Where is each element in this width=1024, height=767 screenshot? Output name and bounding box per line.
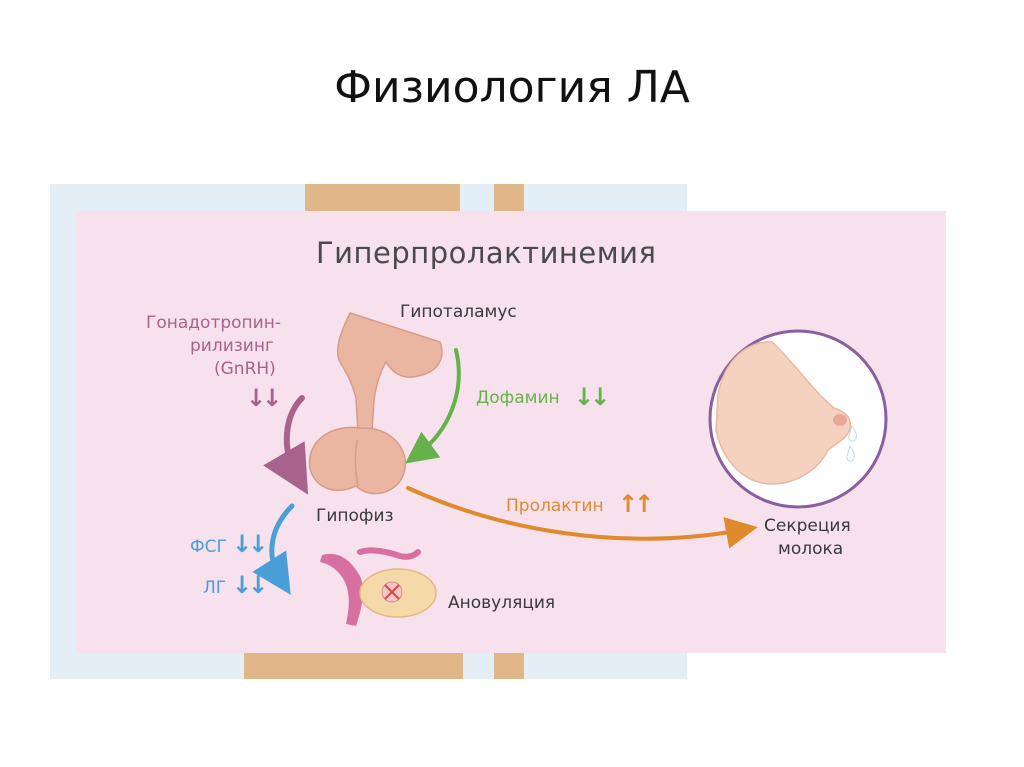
gnrh-label-line2: рилизинг [190, 336, 274, 356]
ovary-illustration [320, 547, 437, 626]
gnrh-label-line3: (GnRH) [214, 359, 276, 379]
milk-secretion-label-line1: Секреция [764, 516, 851, 536]
gnrh-down-arrows-icon: ↓↓ [246, 384, 282, 412]
breast-shape [715, 341, 852, 485]
pituitary-gland-illustration [308, 312, 443, 495]
milk-drop-icon [846, 444, 855, 462]
dopamine-label: Дофамин [476, 388, 560, 408]
pituitary-label: Гипофиз [316, 506, 394, 526]
prolactin-up-arrows-icon: ↑↑ [618, 490, 654, 518]
anovulation-label: Ановуляция [448, 593, 556, 613]
milk-drop-icon [848, 424, 857, 442]
gnrh-label-line1: Гонадотропин- [146, 313, 281, 333]
dopamine-arrow [405, 348, 461, 464]
prolactin-arrow [406, 486, 758, 549]
gnrh-arrow [263, 395, 309, 495]
hypothalamus-shape [336, 312, 443, 433]
lh-down-arrows-icon: ↓↓ [232, 571, 268, 599]
lh-label: ЛГ [203, 578, 227, 598]
fsh-lh-arrow [252, 503, 295, 595]
fallopian-tube-shape [320, 553, 363, 626]
diagram-title: Гиперпролактинемия [316, 236, 657, 270]
slide-title: Физиология ЛА [334, 62, 690, 113]
fsh-label: ФСГ [190, 537, 227, 557]
milk-secretion-label-line2: молока [778, 539, 844, 559]
prolactin-label: Пролактин [506, 496, 604, 516]
pituitary-shape [308, 426, 407, 495]
breast-illustration [708, 329, 888, 509]
dopamine-down-arrows-icon: ↓↓ [574, 383, 610, 411]
fsh-down-arrows-icon: ↓↓ [232, 530, 268, 558]
hypothalamus-label: Гипоталамус [400, 302, 517, 322]
